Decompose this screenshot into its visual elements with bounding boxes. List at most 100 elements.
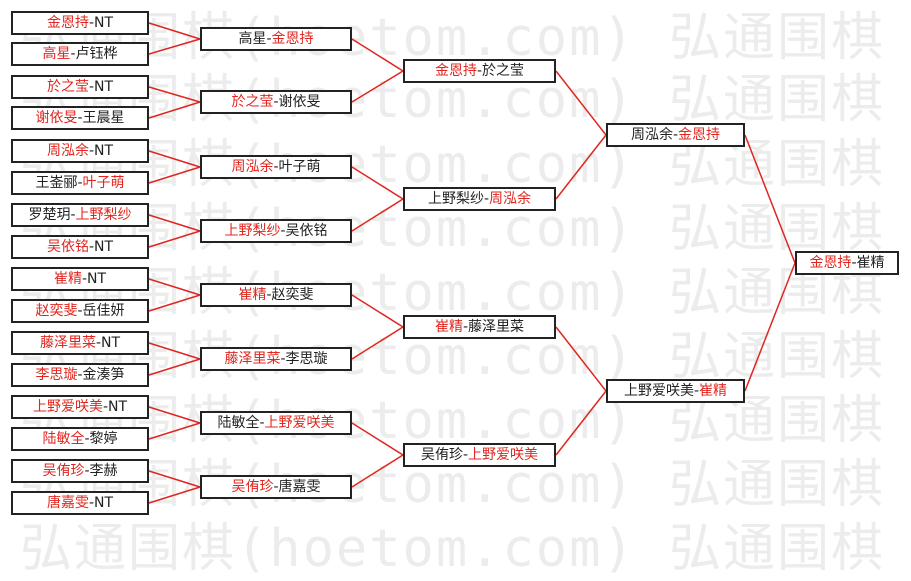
player-name: 陆敏全 xyxy=(42,431,85,447)
player-name: 陆敏全 xyxy=(217,415,260,431)
match-separator: - xyxy=(851,255,857,271)
player-name: 赵奕斐 xyxy=(271,287,314,303)
match-separator: - xyxy=(476,63,483,79)
player-name: 上野梨纱 xyxy=(224,223,281,239)
bracket-connector xyxy=(351,198,404,232)
player-name: 上野爱咲美 xyxy=(468,447,539,463)
match-box-round-5: 金恩持-崔精 xyxy=(795,251,899,275)
bracket-connector xyxy=(148,86,201,103)
bracket-connector xyxy=(148,22,201,40)
match-separator: - xyxy=(266,287,272,303)
match-box-round-1: 唐嘉雯-NT xyxy=(11,491,149,515)
bracket-connector xyxy=(148,486,201,504)
player-name: 崔精 xyxy=(238,287,267,303)
player-name: 周泓余 xyxy=(231,159,274,175)
match-box-round-1: 周泓余-NT xyxy=(11,139,149,163)
match-separator: - xyxy=(84,431,90,447)
player-name: NT xyxy=(101,335,121,351)
player-name: 金恩持 xyxy=(271,31,314,47)
match-separator: - xyxy=(77,175,83,191)
bracket-connector xyxy=(148,342,201,360)
match-separator: - xyxy=(77,110,83,126)
match-separator: - xyxy=(95,335,102,351)
player-name: 高星 xyxy=(238,31,267,47)
bracket-connector xyxy=(148,294,201,312)
player-name: 吴侑珍 xyxy=(231,479,274,495)
match-box-round-1: 吴侑珍-李赫 xyxy=(11,459,149,483)
bracket-connector xyxy=(351,294,404,328)
player-name: 吴依铭 xyxy=(285,223,328,239)
match-separator: - xyxy=(102,399,109,415)
match-separator: - xyxy=(88,495,95,511)
player-name: 崔精 xyxy=(53,271,82,287)
match-separator: - xyxy=(462,319,469,335)
match-separator: - xyxy=(77,303,83,319)
match-separator: - xyxy=(280,223,286,239)
match-separator: - xyxy=(483,191,490,207)
match-separator: - xyxy=(70,207,76,223)
player-name: 藤泽里菜 xyxy=(468,319,525,335)
player-name: NT xyxy=(94,15,114,31)
match-box-round-2: 崔精-赵奕斐 xyxy=(200,283,352,307)
player-name: 李思璇 xyxy=(35,367,78,383)
player-name: 谢依旻 xyxy=(35,110,78,126)
bracket-connector xyxy=(148,101,201,119)
player-name: 吴依铭 xyxy=(46,239,89,255)
bracket-connector xyxy=(351,326,404,360)
match-box-round-3: 吴侑珍-上野爱咲美 xyxy=(403,443,556,467)
player-name: 卢钰桦 xyxy=(75,46,118,62)
player-name: 周泓余 xyxy=(489,191,532,207)
match-box-round-1: 罗楚玥-上野梨纱 xyxy=(11,203,149,227)
player-name: 罗楚玥 xyxy=(28,207,71,223)
match-separator: - xyxy=(88,239,95,255)
match-box-round-3: 金恩持-於之莹 xyxy=(403,59,556,83)
match-box-round-2: 上野梨纱-吴依铭 xyxy=(200,219,352,243)
player-name: 藤泽里菜 xyxy=(224,351,281,367)
match-separator: - xyxy=(259,415,265,431)
match-separator: - xyxy=(280,351,286,367)
player-name: 上野梨纱 xyxy=(427,191,484,207)
match-box-round-1: 赵奕斐-岳佳妍 xyxy=(11,299,149,323)
player-name: 崔精 xyxy=(434,319,463,335)
bracket-lines xyxy=(148,22,796,504)
bracket-connector xyxy=(555,390,607,456)
match-box-round-2: 陆敏全-上野爱咲美 xyxy=(200,411,352,435)
player-name: 李赫 xyxy=(89,463,118,479)
bracket-connector xyxy=(351,422,404,456)
player-name: 周泓余 xyxy=(46,143,89,159)
player-name: NT xyxy=(87,271,107,287)
bracket-connector xyxy=(148,358,201,376)
match-separator: - xyxy=(693,383,700,399)
player-name: 叶子萌 xyxy=(82,175,125,191)
player-name: 唐嘉雯 xyxy=(278,479,321,495)
match-separator: - xyxy=(84,463,90,479)
bracket-connector xyxy=(148,150,201,168)
bracket-connector xyxy=(744,134,796,264)
match-box-round-4: 上野爱咲美-崔精 xyxy=(606,379,745,403)
player-name: 崔精 xyxy=(699,383,728,399)
bracket-connector xyxy=(744,262,796,392)
match-box-round-1: 谢依旻-王晨星 xyxy=(11,106,149,130)
match-box-round-2: 周泓余-叶子萌 xyxy=(200,155,352,179)
match-box-round-1: 吴依铭-NT xyxy=(11,235,149,259)
match-separator: - xyxy=(462,447,469,463)
player-name: 高星 xyxy=(42,46,71,62)
bracket-connector xyxy=(148,166,201,184)
bracket-connector xyxy=(351,70,404,103)
match-box-round-2: 高星-金恩持 xyxy=(200,27,352,51)
match-box-round-3: 崔精-藤泽里菜 xyxy=(403,315,556,339)
match-box-round-2: 藤泽里菜-李思璇 xyxy=(200,347,352,371)
player-name: 王晨星 xyxy=(82,110,125,126)
bracket-connector xyxy=(351,38,404,72)
bracket-connector xyxy=(555,70,607,136)
player-name: 赵奕斐 xyxy=(35,303,78,319)
match-separator: - xyxy=(88,15,95,31)
player-name: 於之莹 xyxy=(46,79,89,95)
player-name: NT xyxy=(94,495,114,511)
match-box-round-1: 於之莹-NT xyxy=(11,75,149,99)
player-name: 吴侑珍 xyxy=(420,447,463,463)
match-box-round-2: 吴侑珍-唐嘉雯 xyxy=(200,475,352,499)
player-name: NT xyxy=(108,399,128,415)
match-box-round-3: 上野梨纱-周泓余 xyxy=(403,187,556,211)
player-name: 於之莹 xyxy=(231,94,274,110)
